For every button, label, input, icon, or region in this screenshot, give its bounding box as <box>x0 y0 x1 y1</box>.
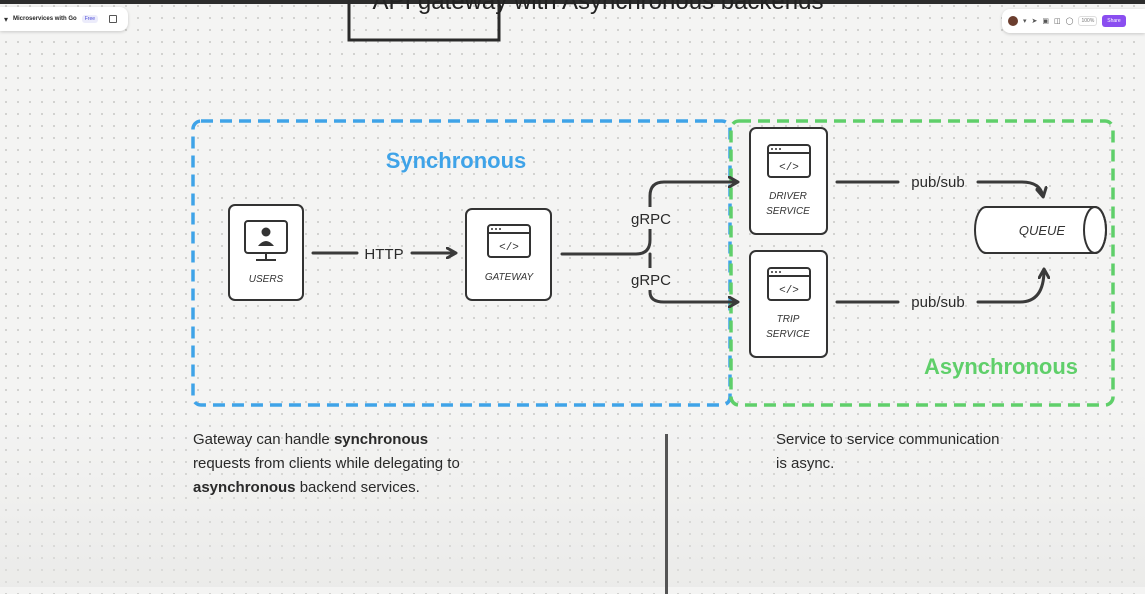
trip-service-label-2: SERVICE <box>766 329 810 340</box>
divider-line <box>665 434 668 594</box>
http-label: HTTP <box>364 246 403 263</box>
code-window-icon: </> <box>767 267 811 301</box>
left-note: Gateway can handle synchronous requests … <box>193 428 460 500</box>
queue-label: QUEUE <box>1019 223 1066 238</box>
driver-service-label-2: SERVICE <box>766 206 810 217</box>
diagram-title: API gateway with Asynchronous backends <box>373 0 824 15</box>
right-note: Service to service communication is asyn… <box>776 428 999 476</box>
driver-service-node[interactable]: </> DRIVER SERVICE <box>749 127 828 235</box>
frame-icon[interactable]: ▣ <box>1042 18 1050 25</box>
plan-badge: Free <box>81 15 98 23</box>
asynchronous-region <box>729 119 1115 407</box>
chevron-down-icon[interactable]: ▾ <box>1023 18 1027 25</box>
synchronous-region <box>191 119 732 407</box>
title-box: API gateway with Asynchronous backends <box>347 0 824 42</box>
share-button[interactable]: Share <box>1102 15 1126 27</box>
users-label: USERS <box>249 274 284 285</box>
trip-service-label-1: TRIP <box>777 314 800 325</box>
queue-node[interactable]: QUEUE <box>974 206 1107 254</box>
window-top-strip <box>0 0 1145 4</box>
svg-text:</>: </> <box>779 285 799 297</box>
board-toolbar: ▾ Microservices with Go Free <box>0 7 128 31</box>
driver-service-label-1: DRIVER <box>769 191 807 202</box>
monitor-user-icon <box>244 220 288 261</box>
grpc-label-bg <box>624 207 674 229</box>
code-window-icon: </> <box>767 144 811 178</box>
trip-service-node[interactable]: </> TRIP SERVICE <box>749 250 828 358</box>
right-note-line-2: is async. <box>776 455 835 472</box>
http-edge: HTTP <box>311 246 455 263</box>
avatar[interactable] <box>1008 16 1018 26</box>
pubsub-bottom-edge: pub/sub <box>835 270 1044 311</box>
cursor-icon[interactable]: ➤ <box>1031 18 1038 25</box>
code-window-icon: </> <box>487 224 531 258</box>
grpc-label-bg <box>624 268 674 290</box>
svg-text:</>: </> <box>779 162 799 174</box>
svg-text:</>: </> <box>499 242 519 254</box>
present-icon[interactable]: ◫ <box>1054 18 1061 25</box>
pubsub-top-label: pub/sub <box>911 174 964 191</box>
synchronous-label: Synchronous <box>386 148 527 173</box>
grpc-top-label: gRPC <box>631 211 671 228</box>
menu-icon[interactable]: ▾ <box>4 14 9 24</box>
grpc-bottom-label: gRPC <box>631 272 671 289</box>
users-node[interactable]: USERS <box>228 204 304 301</box>
gateway-node[interactable]: </> GATEWAY <box>465 208 552 301</box>
gateway-label: GATEWAY <box>485 272 535 283</box>
pubsub-top-edge: pub/sub <box>835 174 1043 196</box>
asynchronous-label: Asynchronous <box>924 354 1078 379</box>
comment-icon[interactable]: ◯ <box>1065 18 1074 25</box>
left-note-line-3: asynchronous backend services. <box>193 479 420 496</box>
collab-toolbar: ▾ ➤ ▣ ◫ ◯ 100% Share <box>1002 9 1145 33</box>
left-note-line-1: Gateway can handle synchronous <box>193 431 429 448</box>
copy-icon[interactable] <box>109 15 117 23</box>
left-note-line-2: requests from clients while delegating t… <box>193 455 460 472</box>
zoom-level[interactable]: 100% <box>1078 16 1098 26</box>
right-note-line-1: Service to service communication <box>776 431 1000 448</box>
board-title[interactable]: Microservices with Go <box>13 16 77 22</box>
grpc-edge: gRPC gRPC <box>560 182 737 302</box>
pubsub-bottom-label: pub/sub <box>911 294 964 311</box>
